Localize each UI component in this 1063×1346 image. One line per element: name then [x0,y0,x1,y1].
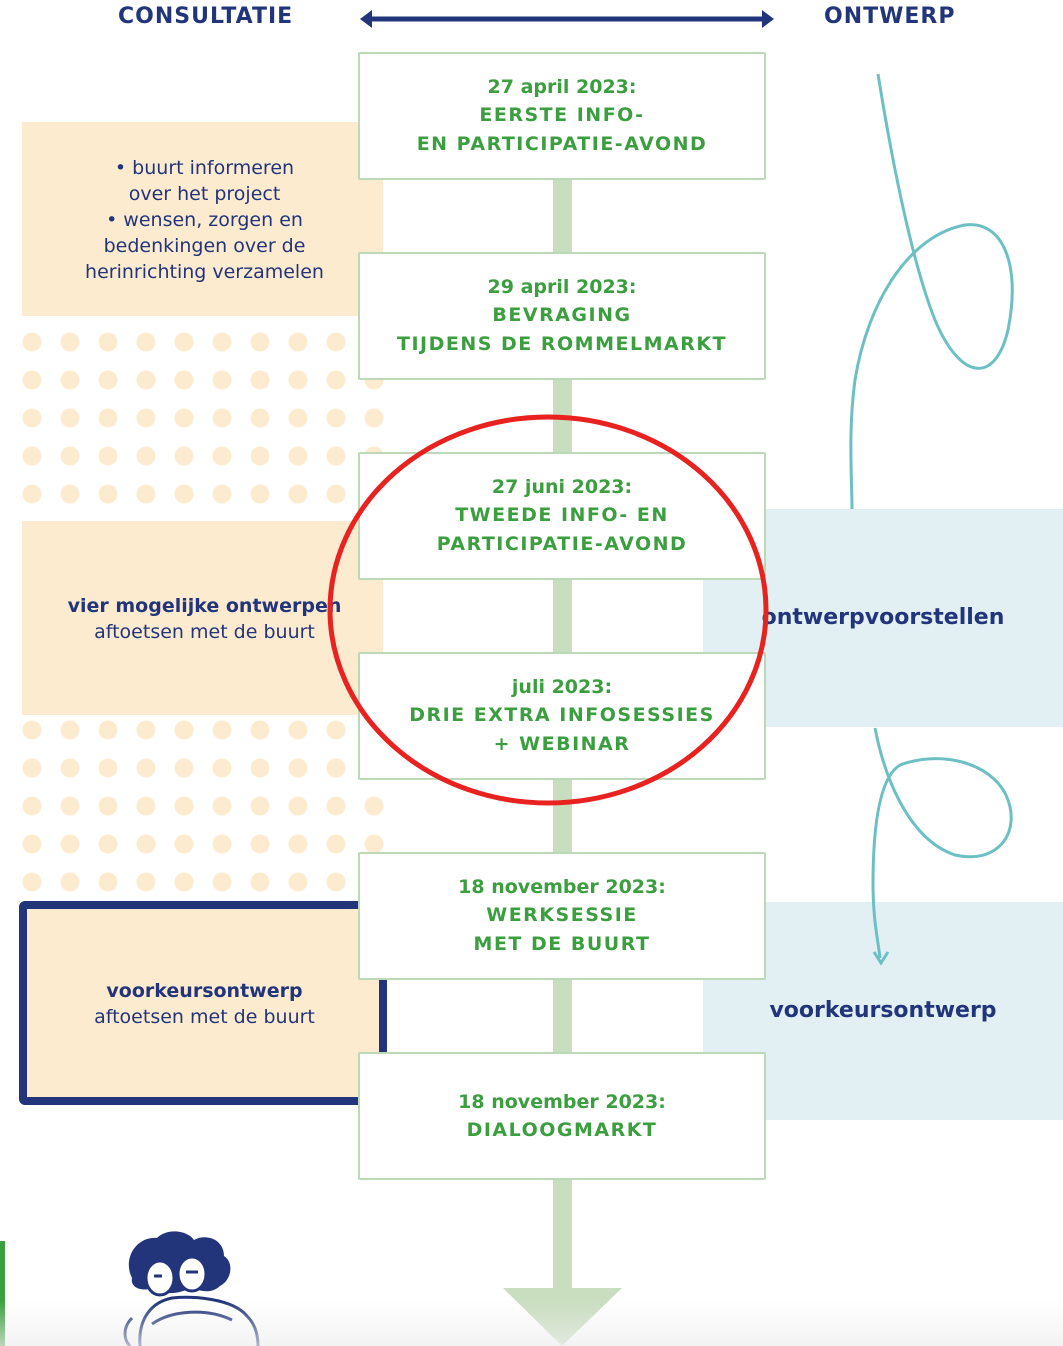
consultation-block-3-text: voorkeursontwerp aftoetsen met de buurt [22,978,387,1030]
step-date: juli 2023: [511,676,613,698]
step-title: WERKSESSIE MET DE BUURT [473,904,651,955]
consultation-bullet-line: herinrichting verzamelen [85,261,324,283]
step-title: BEVRAGING TIJDENS DE ROMMELMARKT [396,304,728,355]
double-headed-arrow-icon [360,10,774,28]
bottom-fade [0,1300,1063,1346]
consultation-block-2-text: vier mogelijke ontwerpen aftoetsen met d… [22,593,387,645]
step-title: TWEEDE INFO- EN PARTICIPATIE-AVOND [436,504,688,555]
consultation-bullet-line: • wensen, zorgen en [106,209,303,231]
step-date: 29 april 2023: [487,276,637,298]
consultation-block-2-subtitle: aftoetsen met de buurt [94,621,315,643]
design-label-preferred: voorkeursontwerp [769,998,997,1023]
consultation-block-2-title: vier mogelijke ontwerpen [67,595,342,617]
consultation-block-3-subtitle: aftoetsen met de buurt [94,1006,315,1028]
timeline-step-2: 29 april 2023: BEVRAGING TIJDENS DE ROMM… [358,252,766,380]
timeline-step-6: 18 november 2023: DIALOOGMARKT [358,1052,766,1180]
consultation-header: CONSULTATIE [118,4,294,29]
green-edge-strip [0,1241,5,1346]
consultation-bullet-line: bedenkingen over de [103,235,306,257]
timeline-step-3: 27 juni 2023: TWEEDE INFO- EN PARTICIPAT… [358,452,766,580]
step-date: 18 november 2023: [458,876,666,898]
step-title: DRIE EXTRA INFOSESSIES + WEBINAR [409,704,715,755]
step-date: 18 november 2023: [458,1090,666,1113]
consultation-block-1-text: • buurt informeren over het project • we… [22,155,387,285]
dot-pattern [13,323,393,513]
consultation-block-3-frame [19,901,387,1105]
consultation-block-3-title: voorkeursontwerp [106,980,303,1002]
consultation-block-2 [22,521,383,715]
design-process-curve [849,73,1014,966]
design-label-proposals: ontwerpvoorstellen [761,605,1005,630]
timeline-step-4: juli 2023: DRIE EXTRA INFOSESSIES + WEBI… [358,652,766,780]
timeline-step-5: 18 november 2023: WERKSESSIE MET DE BUUR… [358,852,766,980]
consultation-bullet-line: over het project [128,183,281,205]
dot-pattern [13,711,393,901]
step-title: DIALOOGMARKT [466,1118,658,1141]
consultation-bullet-line: • buurt informeren [114,157,295,179]
step-date: 27 april 2023: [487,76,637,98]
timeline-step-1: 27 april 2023: EERSTE INFO- EN PARTICIPA… [358,52,766,180]
design-header: ONTWERP [824,4,956,29]
step-date: 27 juni 2023: [491,476,633,498]
consultation-block-1 [22,122,383,316]
consultation-block-3 [24,906,382,1100]
step-title: EERSTE INFO- EN PARTICIPATIE-AVOND [416,104,708,155]
highlight-circle [327,414,769,806]
